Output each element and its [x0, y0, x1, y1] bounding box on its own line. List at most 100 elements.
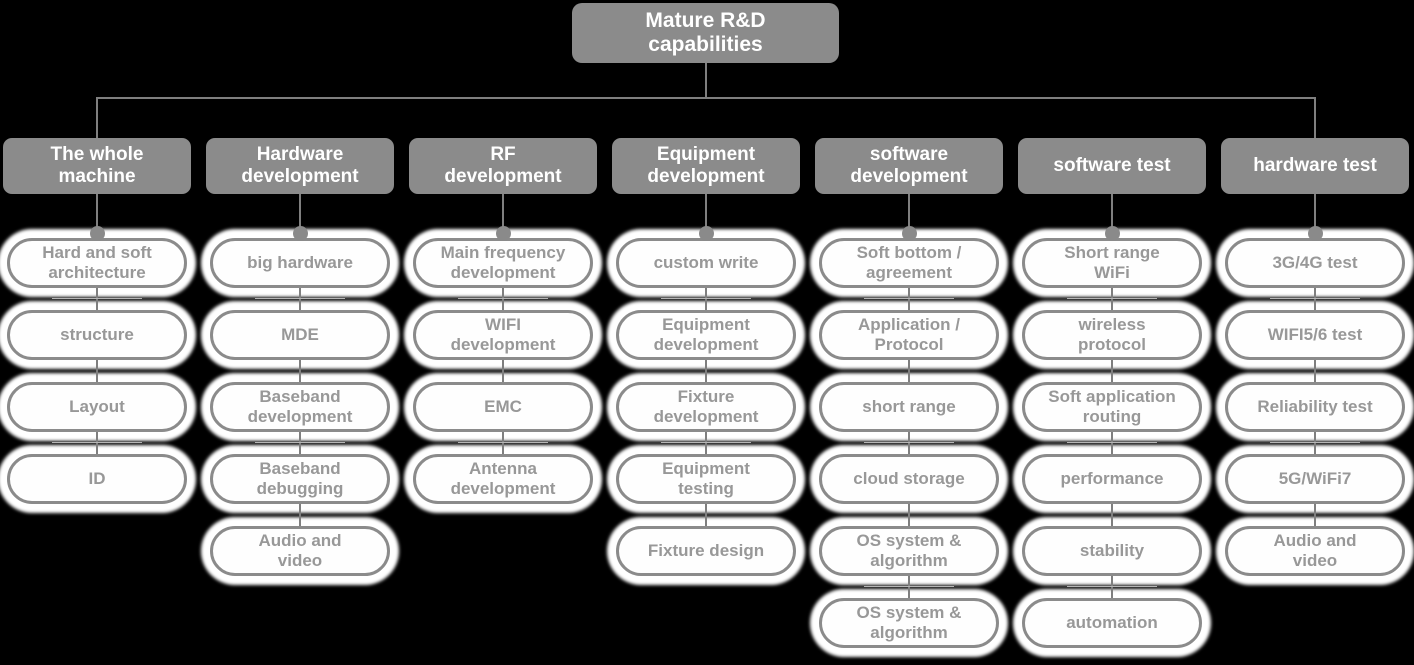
- capability-item-label: Main frequency development: [440, 243, 566, 282]
- separator-line: [255, 442, 345, 443]
- capability-item-label: Short range WiFi: [1064, 243, 1160, 282]
- item-stem-line: [908, 432, 910, 454]
- connector-dot: [699, 226, 714, 241]
- item-stem-line: [1111, 432, 1113, 454]
- capability-item-label: Equipment development: [653, 315, 759, 354]
- item-stem-line: [1314, 504, 1316, 526]
- separator-line: [1067, 298, 1157, 299]
- item-stem-line: [1314, 360, 1316, 382]
- root-node-label: Mature R&D capabilities: [645, 9, 766, 56]
- connector-dot: [496, 226, 511, 241]
- header-stem-line: [1314, 194, 1316, 233]
- capability-item: WIFI development: [413, 310, 593, 360]
- separator-line: [52, 298, 142, 299]
- capability-item: Soft application routing: [1022, 382, 1202, 432]
- connector-dot: [1308, 226, 1323, 241]
- item-stem-line: [502, 288, 504, 310]
- capability-item: Audio and video: [210, 526, 390, 576]
- capability-item: EMC: [413, 382, 593, 432]
- capability-item: OS system & algorithm: [819, 526, 999, 576]
- capability-item: Application / Protocol: [819, 310, 999, 360]
- item-stem-line: [96, 288, 98, 310]
- capability-item: Short range WiFi: [1022, 238, 1202, 288]
- separator-line: [1067, 442, 1157, 443]
- connector-drop-line: [1314, 97, 1316, 138]
- capability-item: stability: [1022, 526, 1202, 576]
- capability-item-label: big hardware: [247, 253, 353, 272]
- root-stem-line: [705, 63, 707, 99]
- capability-item-label: Application / Protocol: [858, 315, 960, 354]
- capability-item-label: EMC: [484, 397, 522, 416]
- capability-item: 3G/4G test: [1225, 238, 1405, 288]
- item-stem-line: [908, 360, 910, 382]
- capability-item: short range: [819, 382, 999, 432]
- item-stem-line: [502, 360, 504, 382]
- item-stem-line: [908, 576, 910, 598]
- capability-item: Baseband debugging: [210, 454, 390, 504]
- capability-item-label: 5G/WiFi7: [1278, 469, 1352, 488]
- category-header: RF development: [409, 138, 597, 194]
- capability-item: automation: [1022, 598, 1202, 648]
- capability-item-label: short range: [862, 397, 956, 416]
- item-stem-line: [299, 288, 301, 310]
- item-stem-line: [96, 360, 98, 382]
- header-stem-line: [502, 194, 504, 233]
- capability-item-label: 3G/4G test: [1272, 253, 1358, 272]
- capability-item: Equipment development: [616, 310, 796, 360]
- category-header-label: The whole machine: [50, 144, 144, 187]
- connector-dot: [90, 226, 105, 241]
- capability-item: Reliability test: [1225, 382, 1405, 432]
- connector-dot: [902, 226, 917, 241]
- capability-item: Layout: [7, 382, 187, 432]
- capability-item-label: custom write: [653, 253, 759, 272]
- capability-item-label: Fixture development: [653, 387, 759, 426]
- capability-item: Baseband development: [210, 382, 390, 432]
- capability-item-label: stability: [1079, 541, 1145, 560]
- capability-item-label: ID: [88, 469, 106, 488]
- separator-line: [1270, 442, 1360, 443]
- category-header-label: software test: [1053, 155, 1171, 176]
- category-header: software test: [1018, 138, 1206, 194]
- header-stem-line: [705, 194, 707, 233]
- root-node: Mature R&D capabilities: [572, 3, 839, 63]
- item-stem-line: [705, 288, 707, 310]
- capability-item: Main frequency development: [413, 238, 593, 288]
- item-stem-line: [705, 504, 707, 526]
- capability-item-label: WIFI5/6 test: [1267, 325, 1363, 344]
- capability-item: Hard and soft architecture: [7, 238, 187, 288]
- separator-line: [661, 298, 751, 299]
- capability-item: Fixture development: [616, 382, 796, 432]
- capability-item-label: Antenna development: [450, 459, 556, 498]
- separator-line: [661, 442, 751, 443]
- capability-item-label: performance: [1060, 469, 1164, 488]
- separator-line: [52, 442, 142, 443]
- header-stem-line: [908, 194, 910, 233]
- capability-item: ID: [7, 454, 187, 504]
- category-header-label: Equipment development: [647, 144, 765, 187]
- header-stem-line: [1111, 194, 1113, 233]
- header-stem-line: [96, 194, 98, 233]
- capability-item-label: Fixture design: [647, 541, 765, 560]
- connector-dot: [1105, 226, 1120, 241]
- item-stem-line: [1111, 576, 1113, 598]
- separator-line: [458, 442, 548, 443]
- category-header-label: software development: [850, 144, 968, 187]
- capability-item: Antenna development: [413, 454, 593, 504]
- capability-item-label: Reliability test: [1257, 397, 1373, 416]
- capability-item-label: Layout: [69, 397, 125, 416]
- category-header: Equipment development: [612, 138, 800, 194]
- category-header-label: Hardware development: [241, 144, 359, 187]
- item-stem-line: [1111, 360, 1113, 382]
- capability-item: WIFI5/6 test: [1225, 310, 1405, 360]
- separator-line: [1067, 586, 1157, 587]
- header-stem-line: [299, 194, 301, 233]
- capability-item: 5G/WiFi7: [1225, 454, 1405, 504]
- capability-item-label: Hard and soft architecture: [42, 243, 152, 282]
- capability-item-label: OS system & algorithm: [856, 603, 962, 642]
- capability-item-label: Audio and video: [258, 531, 342, 570]
- item-stem-line: [299, 360, 301, 382]
- category-header: hardware test: [1221, 138, 1409, 194]
- item-stem-line: [1111, 504, 1113, 526]
- item-stem-line: [502, 432, 504, 454]
